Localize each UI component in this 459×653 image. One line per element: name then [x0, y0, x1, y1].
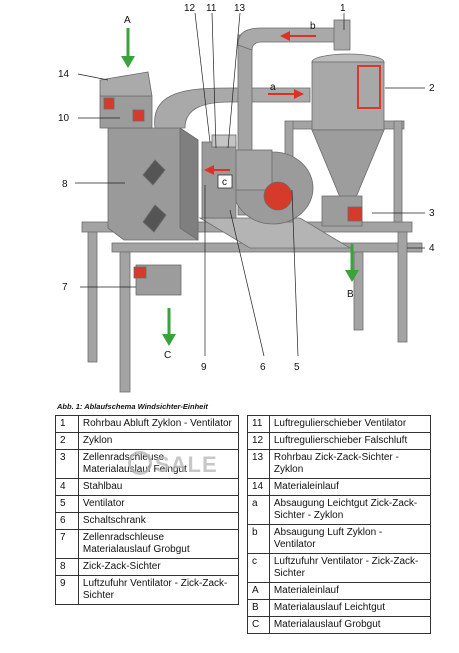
legend-text: Rohrbau Zick-Zack-Sichter - Zyklon [268, 449, 432, 479]
callout-13: 13 [234, 3, 246, 14]
callout-leaders [75, 12, 425, 357]
legend-key: 11 [247, 415, 270, 433]
watermark-text: SALE [155, 452, 218, 477]
callout-14: 14 [58, 69, 70, 80]
legend-key: 13 [247, 449, 270, 479]
legend-text: Materialauslauf Leichtgut [268, 599, 432, 617]
legend-text: Zyklon [77, 432, 240, 450]
legend-key: a [247, 495, 270, 525]
legend-text: Luftregulierschieber Ventilator [268, 415, 432, 433]
cyclone [311, 53, 385, 227]
legend-key: C [247, 616, 270, 634]
legend-key: 1 [55, 415, 79, 433]
legend-key: 3 [55, 449, 79, 479]
air-flow-arrows [204, 31, 316, 175]
callout-12: 12 [184, 3, 196, 14]
fan [201, 134, 314, 225]
legend-text: Materialeinlauf [268, 478, 432, 496]
legend-text: Schaltschrank [77, 512, 240, 530]
watermark-logo: SALE [128, 451, 218, 478]
legend-text: Absaugung Luft Zyklon - Ventilator [268, 524, 432, 554]
legend-text: Zick-Zack-Sichter [77, 558, 240, 576]
legend-key: 4 [55, 478, 79, 496]
pipe-arrow-c-box [217, 174, 233, 189]
callout-11: 11 [206, 3, 217, 14]
legend-key: 5 [55, 495, 79, 513]
callout-7: 7 [62, 282, 68, 293]
legend-key: 14 [247, 478, 270, 496]
callout-9: 9 [201, 362, 207, 373]
legend-text: Materialauslauf Grobgut [268, 616, 432, 634]
legend-text: Zellenradschleuse Materialauslauf Grobgu… [77, 529, 240, 559]
figure-caption: Abb. 1: Ablaufschema Windsichter-Einheit [57, 402, 208, 411]
flow-marker-a: A [124, 15, 131, 26]
legend-key: 7 [55, 529, 79, 559]
material-flow-arrows [121, 28, 359, 346]
legend-text: Luftregulierschieber Falschluft [268, 432, 432, 450]
pipe-arrow-c-label: c [222, 177, 227, 188]
callout-6: 6 [260, 362, 266, 373]
callout-4: 4 [429, 243, 435, 254]
pipe-arrow-a-label: a [270, 82, 276, 93]
legend-text: Materialeinlauf [268, 582, 432, 600]
flow-marker-b: B [347, 289, 354, 300]
legend-text: Ventilator [77, 495, 240, 513]
callout-3: 3 [429, 208, 435, 219]
callout-8: 8 [62, 179, 68, 190]
legend-text: Luftzufuhr Ventilator - Zick-Zack-Sichte… [77, 575, 240, 605]
legend-text: Luftzufuhr Ventilator - Zick-Zack-Sichte… [268, 553, 432, 583]
legend-text: Rohrbau Abluft Zyklon - Ventilator [77, 415, 240, 433]
legend-key: A [247, 582, 270, 600]
legend-key: 2 [55, 432, 79, 450]
callout-5: 5 [294, 362, 300, 373]
callout-2: 2 [429, 83, 435, 94]
legend-text: Stahlbau [77, 478, 240, 496]
zigzag-sifter [99, 71, 199, 296]
flow-marker-c: C [164, 350, 171, 361]
legend-key: 12 [247, 432, 270, 450]
legend-key: c [247, 553, 270, 583]
callout-1: 1 [340, 3, 346, 14]
legend-key: b [247, 524, 270, 554]
pipe-arrow-b-label: b [310, 21, 316, 32]
legend-key: B [247, 599, 270, 617]
watermark-icon [128, 451, 152, 475]
machine-diagram: b a c A B C 1 2 3 4 5 6 7 8 9 10 11 12 [58, 3, 435, 393]
callout-10: 10 [58, 113, 70, 124]
legend-key: 8 [55, 558, 79, 576]
legend-text: Absaugung Leichtgut Zick-Zack-Sichter - … [268, 495, 432, 525]
legend-key: 6 [55, 512, 79, 530]
legend-key: 9 [55, 575, 79, 605]
